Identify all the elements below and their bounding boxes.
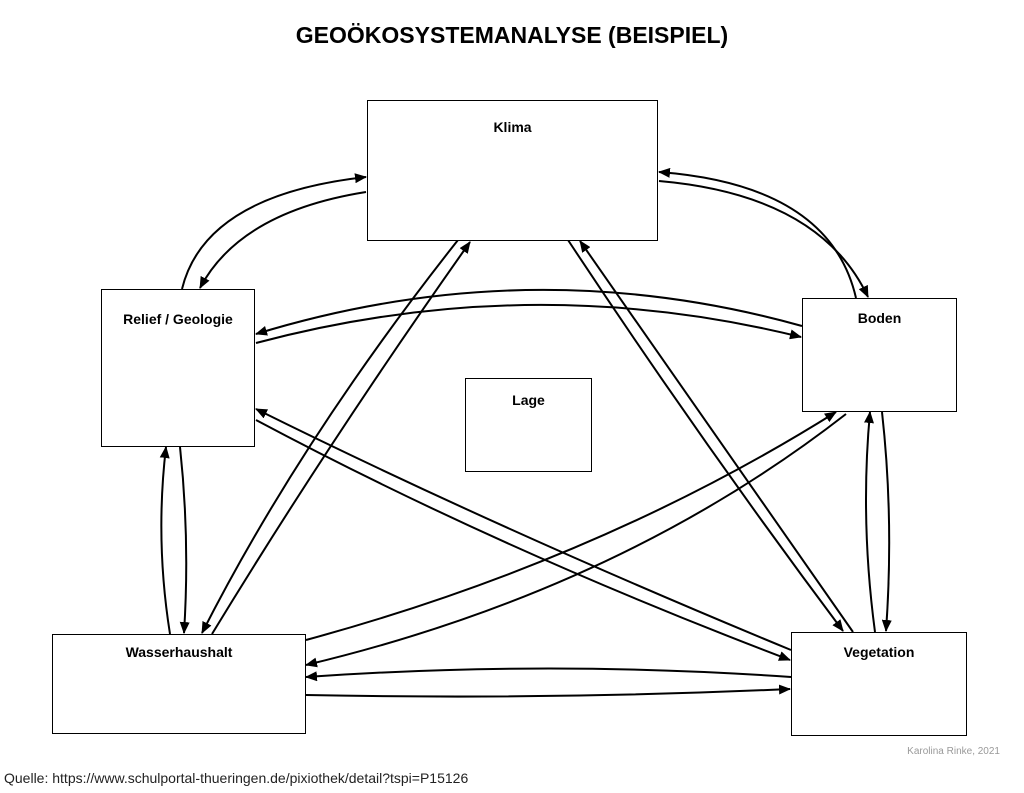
arrow-klima-to-relief <box>199 191 367 289</box>
box-label-klima: Klima <box>493 119 532 135</box>
arrow-relief-to-boden <box>255 303 802 344</box>
arrow-boden-to-vegetation <box>881 411 892 632</box>
arrow-vegetation-to-wasser <box>305 667 792 682</box>
arrow-boden-to-relief <box>255 288 803 336</box>
arrow-boden-to-wasser <box>305 413 847 668</box>
arrow-wasser-to-klima <box>211 241 471 635</box>
box-boden: Boden <box>802 298 957 412</box>
arrow-wasser-to-boden <box>305 411 837 641</box>
box-label-lage: Lage <box>512 392 545 408</box>
box-label-wasser: Wasserhaushalt <box>125 644 233 660</box>
source-citation: Quelle: https://www.schulportal-thuering… <box>4 770 469 786</box>
arrow-klima-to-vegetation <box>567 239 844 632</box>
arrow-wasser-to-relief <box>159 446 171 635</box>
box-vegetation: Vegetation <box>791 632 967 736</box>
arrow-klima-to-boden <box>658 180 869 298</box>
author-credit: Karolina Rinke, 2021 <box>907 746 1000 757</box>
box-klima: Klima <box>367 100 658 241</box>
box-label-relief: Relief / Geologie <box>123 311 233 327</box>
arrow-relief-to-vegetation <box>255 419 791 661</box>
arrow-vegetation-to-boden <box>864 411 876 633</box>
arrow-relief-to-klima <box>181 173 367 290</box>
box-label-vegetation: Vegetation <box>843 644 915 660</box>
arrow-vegetation-to-klima <box>579 240 854 633</box>
arrow-wasser-to-vegetation <box>305 684 791 698</box>
arrow-relief-to-wasser <box>179 446 190 634</box>
arrow-vegetation-to-relief <box>255 408 792 651</box>
box-relief-geologie: Relief / Geologie <box>101 289 255 447</box>
arrow-boden-to-klima <box>658 167 857 299</box>
diagram-title: GEOÖKOSYSTEMANALYSE (BEISPIEL) <box>295 22 729 48</box>
box-wasserhaushalt: Wasserhaushalt <box>52 634 306 734</box>
box-label-boden: Boden <box>857 310 902 326</box>
box-lage: Lage <box>465 378 592 472</box>
